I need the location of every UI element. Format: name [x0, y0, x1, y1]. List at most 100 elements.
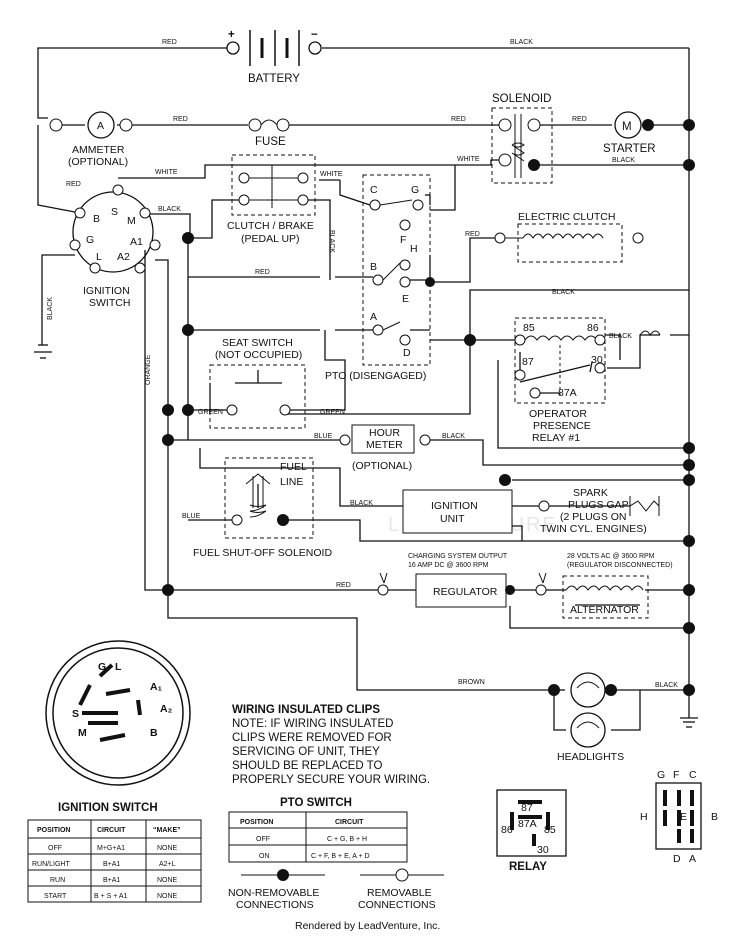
ign-terminal-m: M	[127, 215, 136, 227]
pto-label: PTO (DISENGAGED)	[325, 370, 426, 382]
relay-pin-85: 85	[544, 824, 556, 836]
electric-clutch: ELECTRIC CLUTCH	[494, 211, 644, 263]
fuse: FUSE	[248, 118, 290, 148]
ign-th-0: POSITION	[37, 827, 70, 834]
ign-face-l: L	[115, 661, 122, 673]
ign-cell-3-0: START	[44, 893, 67, 900]
relay-pin-30: 30	[537, 844, 549, 856]
pto-terminal-e: E	[402, 293, 409, 305]
ign-cell-0-2: NONE	[157, 845, 178, 852]
fuel-solenoid-label: FUEL SHUT-OFF SOLENOID	[193, 547, 332, 559]
wire-black-4: BLACK	[328, 230, 335, 253]
headlights-label: HEADLIGHTS	[557, 751, 624, 763]
starter: M STARTER	[603, 111, 656, 155]
headlights: HEADLIGHTS	[557, 672, 624, 763]
wire-red-1: RED	[162, 39, 177, 46]
pto-conn-d: D	[673, 853, 681, 865]
battery-negative: −	[311, 29, 318, 41]
hour-meter-optional: (OPTIONAL)	[352, 460, 412, 472]
pto-terminal-d: D	[403, 347, 411, 359]
ign-terminal-l: L	[96, 251, 102, 263]
pto-conn-b: B	[711, 811, 718, 823]
legend-nonremovable2: CONNECTIONS	[236, 899, 314, 911]
ign-cell-3-2: NONE	[157, 893, 178, 900]
fuel-line-label2: LINE	[280, 476, 303, 488]
wire-red-5: RED	[66, 181, 81, 188]
ign-cell-2-0: RUN	[50, 877, 65, 884]
footer-credit: Rendered by LeadVenture, Inc.	[295, 920, 440, 932]
regulator-volts2: (REGULATOR DISCONNECTED)	[567, 562, 673, 569]
wire-green-1: GREEN	[198, 409, 223, 416]
ign-face-g: G	[98, 661, 106, 673]
wire-black-9: BLACK	[350, 500, 373, 507]
fuel-shutoff-solenoid: FUEL LINE FUEL SHUT-OFF SOLENOID	[193, 457, 332, 559]
legend-removable1: REMOVABLE	[367, 887, 432, 899]
regulator-output2: 16 AMP DC @ 3600 RPM	[408, 562, 489, 569]
wire-green-2: GREEN	[320, 409, 345, 416]
operator-presence-relay: 85 86 87 30 87A OPERATOR PRESENCE RELAY …	[514, 317, 661, 444]
ignition-switch-table: IGNITION SWITCH POSITION CIRCUIT “MAKE” …	[27, 802, 202, 903]
ign-terminal-a2: A2	[117, 251, 130, 263]
connection-dots	[162, 119, 695, 696]
note-line-4: PROPERLY SECURE YOUR WIRING.	[232, 774, 430, 786]
pto-cell-1-0: ON	[259, 853, 270, 860]
removable-circle	[395, 868, 409, 882]
ign-cell-0-1: M+G+A1	[97, 845, 125, 852]
solenoid: SOLENOID	[491, 93, 553, 184]
wire-blue-2: BLUE	[182, 513, 201, 520]
wire-red-6: RED	[465, 231, 480, 238]
wire-red-3: RED	[451, 116, 466, 123]
legend-removable2: CONNECTIONS	[358, 899, 436, 911]
regulator-output1: CHARGING SYSTEM OUTPUT	[408, 553, 508, 560]
ign-terminal-g: G	[86, 234, 94, 246]
pto-conn-g: G	[657, 769, 665, 781]
relay-pin-87a: 87A	[518, 818, 537, 830]
wire-black-2: BLACK	[612, 157, 635, 164]
pto-conn-a: A	[689, 853, 696, 865]
wire-black-3: BLACK	[158, 206, 181, 213]
pto-th-0: POSITION	[240, 819, 273, 826]
wiring-note: WIRING INSULATED CLIPS NOTE: IF WIRING I…	[232, 704, 430, 786]
ign-cell-1-0: RUN/LIGHT	[32, 861, 70, 868]
ign-terminal-b: B	[93, 213, 100, 225]
alternator: ALTERNATOR	[562, 575, 649, 619]
relay-pin-87: 87	[521, 802, 533, 814]
ignition-switch: B S M G A1 L A2 IGNITION SWITCH	[69, 184, 161, 309]
spark-label1: SPARK	[573, 487, 608, 499]
note-line-3: SHOULD BE REPLACED TO	[232, 760, 382, 772]
pto-table-title: PTO SWITCH	[280, 797, 352, 809]
wire-black-5: BLACK	[552, 289, 575, 296]
ign-cell-2-2: NONE	[157, 877, 178, 884]
ign-face-s: S	[72, 708, 79, 720]
wire-labels: RED BLACK RED RED RED BLACK WHITE WHITE …	[47, 39, 678, 689]
ignition-unit-label1: IGNITION	[431, 500, 478, 512]
wire-black-1: BLACK	[510, 39, 533, 46]
pto-conn-h: H	[640, 811, 648, 823]
relay-pin-86: 86	[501, 824, 513, 836]
note-line-1: CLIPS WERE REMOVED FOR	[232, 732, 392, 744]
ignition-unit-label2: UNIT	[440, 513, 465, 525]
hour-meter-label2: METER	[366, 439, 403, 451]
clutch-brake-switch: CLUTCH / BRAKE (PEDAL UP)	[227, 154, 316, 245]
pto-cell-0-0: OFF	[256, 836, 270, 843]
pto-cell-1-1: C + F, B + E, A + D	[311, 853, 370, 860]
electric-clutch-label: ELECTRIC CLUTCH	[518, 211, 615, 223]
legend-nonremovable1: NON-REMOVABLE	[228, 887, 319, 899]
ign-cell-2-1: B+A1	[103, 877, 120, 884]
relay1-pin-87a: 87A	[558, 387, 577, 399]
regulator-volts1: 28 VOLTS AC @ 3600 RPM	[567, 553, 655, 560]
wire-black-8: BLACK	[442, 433, 465, 440]
relay1-pin-87: 87	[522, 356, 534, 368]
ignition-unit: IGNITION UNIT SPARK PLUGS GAP (2 PLUGS O…	[402, 487, 660, 535]
relay1-label3: RELAY #1	[532, 432, 580, 444]
relay1-pin-86: 86	[587, 322, 599, 334]
ammeter-symbol: A	[97, 120, 104, 132]
wire-lines	[34, 47, 698, 731]
wire-red-2: RED	[173, 116, 188, 123]
wire-black-10: BLACK	[655, 682, 678, 689]
pto-terminal-c: C	[370, 184, 378, 196]
alternator-label: ALTERNATOR	[570, 604, 639, 616]
pto-terminal-b: B	[370, 261, 377, 273]
ignition-table-title: IGNITION SWITCH	[58, 802, 158, 814]
